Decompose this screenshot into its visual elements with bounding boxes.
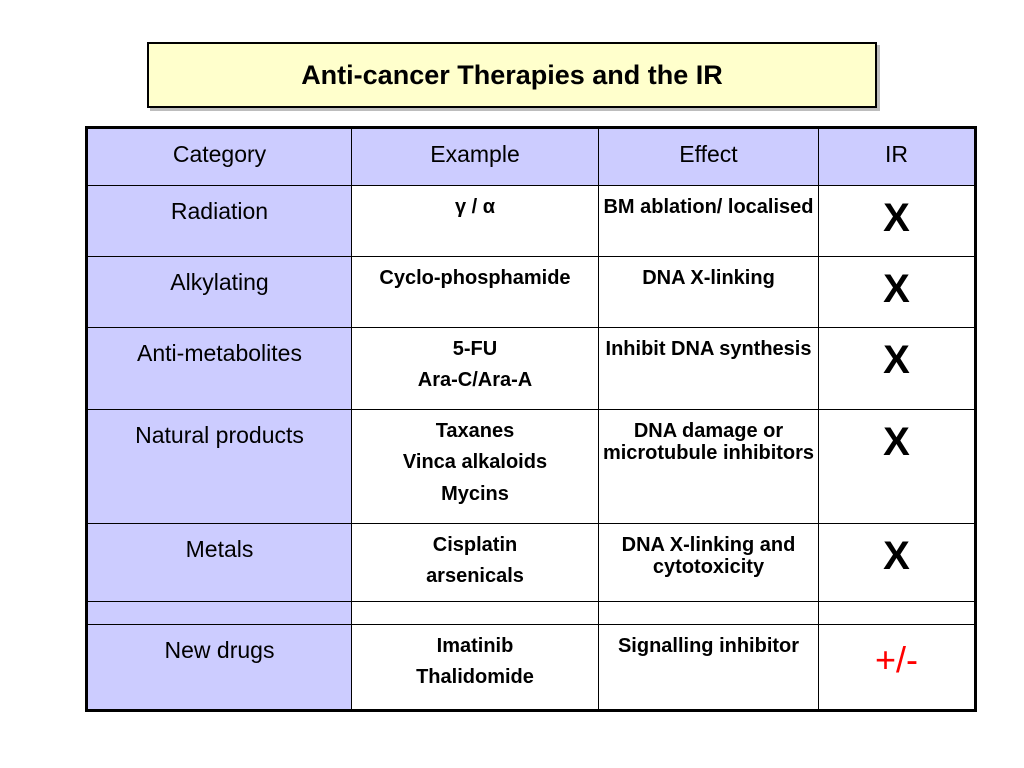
row-effect: DNA X-linking and cytotoxicity bbox=[598, 523, 819, 602]
therapies-table: Category Example Effect IR Radiation γ /… bbox=[85, 126, 977, 712]
header-category: Category bbox=[86, 127, 352, 186]
table-row: Alkylating Cyclo-phosphamide DNA X-linki… bbox=[86, 256, 976, 328]
header-ir: IR bbox=[818, 127, 976, 186]
table-row: Metals Cisplatin arsenicals DNA X-linkin… bbox=[86, 523, 976, 602]
row-category: Alkylating bbox=[86, 256, 352, 328]
row-ir: X bbox=[818, 327, 976, 410]
row-category: Anti-metabolites bbox=[86, 327, 352, 410]
spacer-cell bbox=[86, 601, 352, 625]
row-example: Imatinib Thalidomide bbox=[351, 624, 599, 711]
row-ir: X bbox=[818, 409, 976, 524]
spacer-cell bbox=[818, 601, 976, 625]
row-category: Natural products bbox=[86, 409, 352, 524]
row-ir: +/- bbox=[818, 624, 976, 711]
table-spacer-row bbox=[86, 601, 976, 625]
row-example: Taxanes Vinca alkaloids Mycins bbox=[351, 409, 599, 524]
header-effect: Effect bbox=[598, 127, 819, 186]
row-ir: X bbox=[818, 523, 976, 602]
spacer-cell bbox=[351, 601, 599, 625]
row-example: γ / α bbox=[351, 185, 599, 257]
row-example: Cyclo-phosphamide bbox=[351, 256, 599, 328]
slide-title-text: Anti-cancer Therapies and the IR bbox=[301, 59, 723, 90]
row-effect: DNA X-linking bbox=[598, 256, 819, 328]
row-ir: X bbox=[818, 185, 976, 257]
row-ir: X bbox=[818, 256, 976, 328]
row-category: Metals bbox=[86, 523, 352, 602]
table-row: Natural products Taxanes Vinca alkaloids… bbox=[86, 409, 976, 524]
table-row: Radiation γ / α BM ablation/ localised X bbox=[86, 185, 976, 257]
slide-title: Anti-cancer Therapies and the IR bbox=[147, 42, 877, 108]
row-category: New drugs bbox=[86, 624, 352, 711]
spacer-cell bbox=[598, 601, 819, 625]
row-effect: BM ablation/ localised bbox=[598, 185, 819, 257]
row-effect: Signalling inhibitor bbox=[598, 624, 819, 711]
row-example: Cisplatin arsenicals bbox=[351, 523, 599, 602]
table-row: Anti-metabolites 5-FU Ara-C/Ara-A Inhibi… bbox=[86, 327, 976, 410]
table-header-row: Category Example Effect IR bbox=[86, 127, 976, 186]
header-example: Example bbox=[351, 127, 599, 186]
row-example: 5-FU Ara-C/Ara-A bbox=[351, 327, 599, 410]
table-row: New drugs Imatinib Thalidomide Signallin… bbox=[86, 624, 976, 711]
row-category: Radiation bbox=[86, 185, 352, 257]
row-effect: Inhibit DNA synthesis bbox=[598, 327, 819, 410]
row-effect: DNA damage or microtubule inhibitors bbox=[598, 409, 819, 524]
